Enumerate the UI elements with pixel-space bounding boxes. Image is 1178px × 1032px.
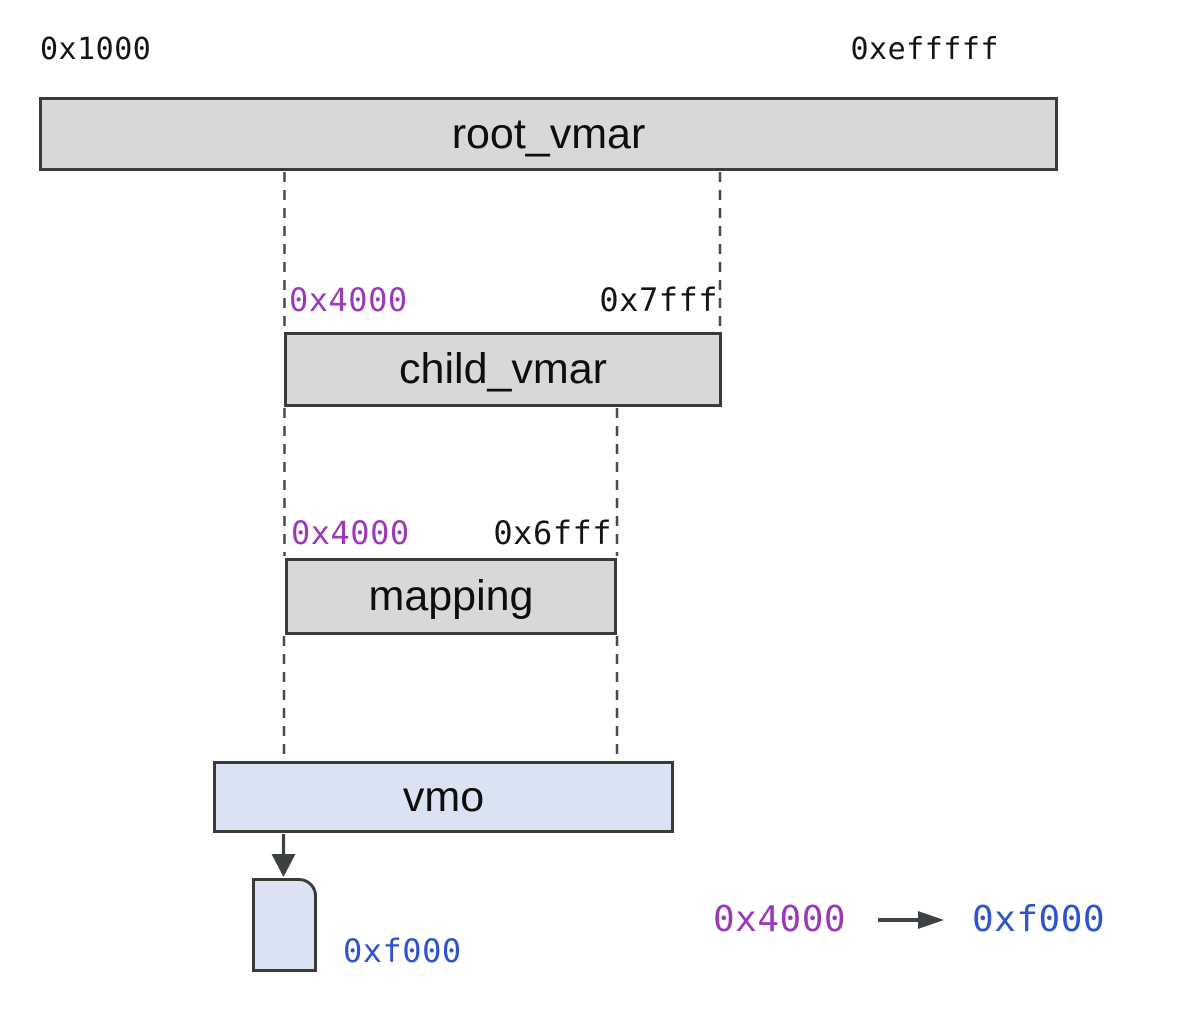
child-vmar-start-address-label: 0x4000 <box>289 281 408 319</box>
legend-physical-address-label: 0xf000 <box>972 899 1106 940</box>
child-vmar-region: child_vmar <box>284 332 722 407</box>
address-space-start-label: 0x1000 <box>40 32 152 67</box>
mapping-region: mapping <box>285 558 617 635</box>
root-vmar-region: root_vmar <box>39 97 1058 171</box>
legend-virtual-address-label: 0x4000 <box>713 899 847 940</box>
child-vmar-end-address-label: 0x7fff <box>599 281 718 319</box>
legend-maps-to-arrow-icon <box>878 911 944 929</box>
root-vmar-label: root_vmar <box>451 109 646 158</box>
mapping-label: mapping <box>368 572 534 620</box>
vmo-label: vmo <box>402 772 485 821</box>
vmo-region: vmo <box>213 761 674 833</box>
child-vmar-label: child_vmar <box>399 345 607 393</box>
address-space-end-label: 0xefffff <box>850 32 999 67</box>
vmo-page-shape <box>252 878 317 972</box>
mapping-start-address-label: 0x4000 <box>291 514 410 552</box>
page-physical-address-label: 0xf000 <box>343 932 462 970</box>
vmo-to-page-arrow-icon <box>271 834 296 877</box>
mapping-end-address-label: 0x6fff <box>493 514 612 552</box>
